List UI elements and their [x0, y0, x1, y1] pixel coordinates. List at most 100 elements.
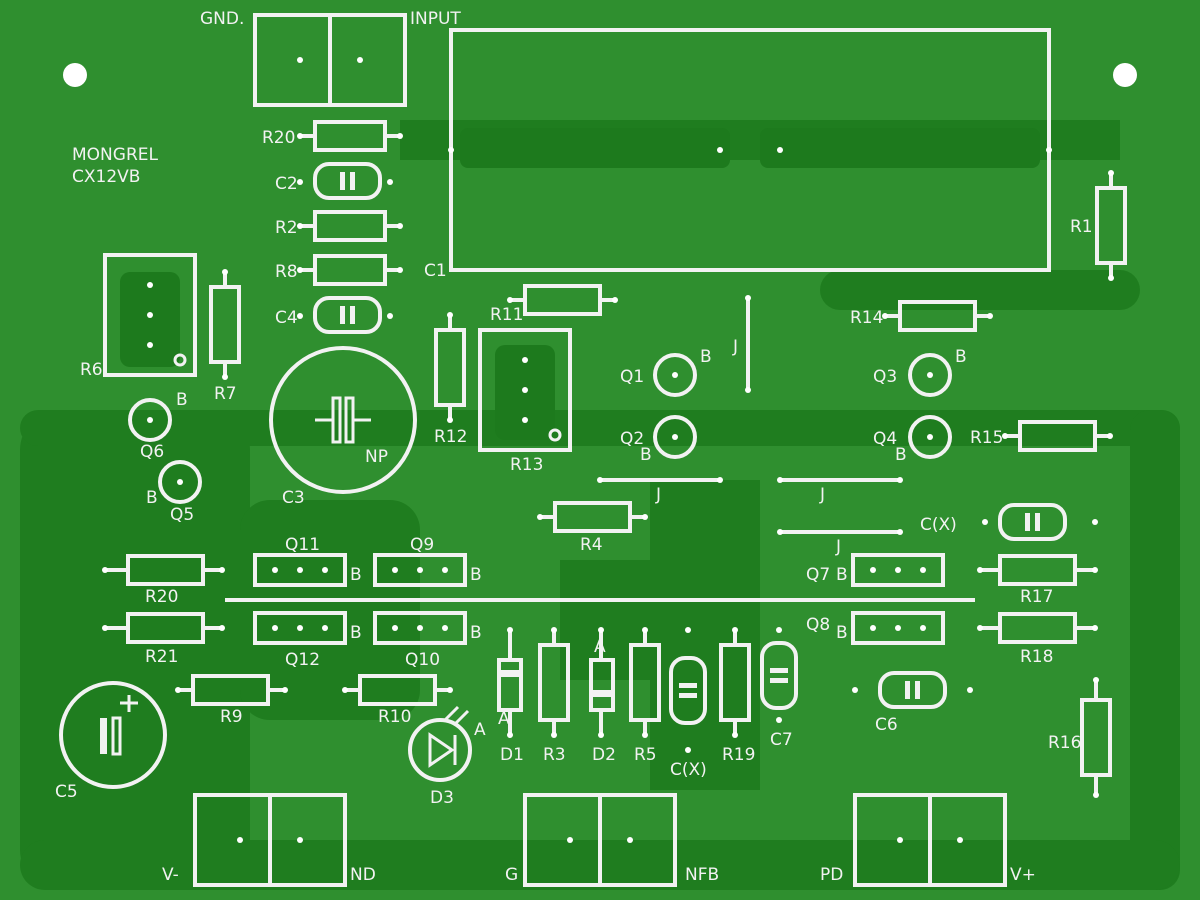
label-nd: ND: [350, 865, 376, 885]
label-j4: J: [835, 537, 841, 557]
label-q4: Q4: [873, 429, 897, 449]
label-j2: J: [655, 485, 661, 505]
capacitor-plates: [340, 172, 1040, 699]
label-g: G: [505, 865, 518, 885]
label-c4: C4: [275, 308, 298, 328]
label-r14: R14: [850, 308, 883, 328]
label-r4: R4: [580, 535, 603, 555]
pad: [567, 837, 573, 843]
label-r11: R11: [490, 305, 523, 325]
label-cx-top: C(X): [920, 515, 957, 535]
label-r20-left: R20: [145, 587, 178, 607]
bottom-connectors: [193, 793, 1007, 887]
label-q10: Q10: [405, 650, 440, 670]
label-r17: R17: [1020, 587, 1053, 607]
label-c6: C6: [875, 715, 898, 735]
jumper-wires: [225, 298, 975, 602]
pad: [297, 57, 303, 63]
label-r2: R2: [275, 218, 298, 238]
label-c2: C2: [275, 174, 298, 194]
label-c3: C3: [282, 488, 305, 508]
label-r7: R7: [214, 384, 237, 404]
label-c5: C5: [55, 782, 78, 802]
capacitor-bodies: [313, 162, 1067, 725]
label-input: INPUT: [410, 9, 461, 29]
label-r13: R13: [510, 455, 543, 475]
label-d1: D1: [500, 745, 524, 765]
capacitor-c5: [59, 681, 167, 789]
led-d3: [408, 718, 472, 782]
label-r10: R10: [378, 707, 411, 727]
diodes: [497, 630, 615, 735]
solder-pads: [102, 133, 1114, 798]
label-j1: J: [732, 337, 738, 357]
pad: [717, 147, 723, 153]
pad: [237, 837, 243, 843]
pin-b: B: [836, 623, 848, 643]
label-np: NP: [365, 447, 388, 467]
input-connector: [253, 13, 407, 107]
pin-b: B: [470, 623, 482, 643]
mounting-hole: [63, 63, 87, 87]
label-r19: R19: [722, 745, 755, 765]
pad: [897, 837, 903, 843]
label-vplus: V+: [1010, 865, 1036, 885]
board-title-line2: CX12VB: [72, 167, 140, 187]
label-q5: Q5: [170, 505, 194, 525]
label-q9: Q9: [410, 535, 434, 555]
label-r9: R9: [220, 707, 243, 727]
label-q7: Q7: [806, 565, 830, 585]
mounting-hole: [1113, 63, 1137, 87]
label-vminus: V-: [162, 865, 179, 885]
pin-b: B: [146, 488, 158, 508]
potentiometer-r13: [478, 328, 572, 452]
pad: [777, 147, 783, 153]
label-r16: R16: [1048, 733, 1081, 753]
pin-b: B: [640, 445, 652, 465]
pin-b: B: [176, 390, 188, 410]
label-c7: C7: [770, 730, 793, 750]
label-cx-bottom: C(X): [670, 760, 707, 780]
label-r20-top: R20: [262, 128, 295, 148]
label-r6: R6: [80, 360, 103, 380]
pin-b: B: [955, 347, 967, 367]
pin-b: B: [836, 565, 848, 585]
label-gnd-input: GND.: [200, 9, 244, 29]
pad: [297, 837, 303, 843]
label-pd: PD: [820, 865, 843, 885]
pin-b: B: [350, 565, 362, 585]
pin-b: B: [895, 445, 907, 465]
power-transistor-footprints: [253, 553, 945, 645]
pin-b: B: [700, 347, 712, 367]
pad: [448, 147, 454, 153]
label-q8: Q8: [806, 615, 830, 635]
label-q3: Q3: [873, 367, 897, 387]
pad: [627, 837, 633, 843]
label-q1: Q1: [620, 367, 644, 387]
pin-a: A: [594, 637, 606, 657]
label-d2: D2: [592, 745, 616, 765]
label-r3: R3: [543, 745, 566, 765]
pin-b: B: [470, 565, 482, 585]
label-d3: D3: [430, 788, 454, 808]
label-r21: R21: [145, 647, 178, 667]
label-nfb: NFB: [685, 865, 719, 885]
label-c1: C1: [424, 261, 447, 281]
board-title-line1: MONGREL: [72, 145, 158, 165]
label-q6: Q6: [140, 442, 164, 462]
capacitor-c3: [269, 346, 417, 494]
label-r12: R12: [434, 427, 467, 447]
pad: [357, 57, 363, 63]
label-r18: R18: [1020, 647, 1053, 667]
pad: [957, 837, 963, 843]
potentiometer-r6: [103, 253, 197, 377]
pin-a: A: [474, 720, 486, 740]
c1-pads: [460, 128, 1040, 168]
label-q2: Q2: [620, 429, 644, 449]
label-r1: R1: [1070, 217, 1093, 237]
label-r5: R5: [634, 745, 657, 765]
small-transistors: [128, 353, 952, 504]
label-j3: J: [819, 485, 825, 505]
pad: [1046, 147, 1052, 153]
label-r8: R8: [275, 262, 298, 282]
